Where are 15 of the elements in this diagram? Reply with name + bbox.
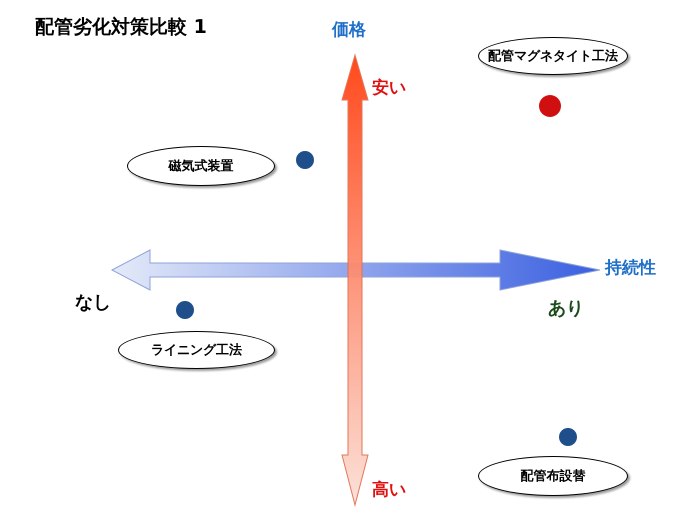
label-ellipse: 配管マグネタイト工法 (478, 37, 628, 75)
data-point (559, 428, 577, 446)
label-ellipse: ライニング工法 (118, 331, 275, 369)
data-point (296, 151, 314, 169)
data-point (539, 95, 561, 117)
axis-end-label: なし (75, 291, 111, 314)
label-ellipse: 配管布設替 (478, 456, 628, 496)
title: 配管劣化対策比較 1 (35, 15, 207, 40)
axis-end-label: あり (548, 297, 584, 320)
axis-end-label: 高い (372, 479, 406, 501)
axis-title: 価格 (332, 19, 366, 41)
label-ellipse: 磁気式装置 (127, 146, 275, 186)
data-point (176, 301, 194, 319)
axis-end-label: 安い (372, 77, 406, 99)
axis-title: 持続性 (605, 257, 656, 279)
